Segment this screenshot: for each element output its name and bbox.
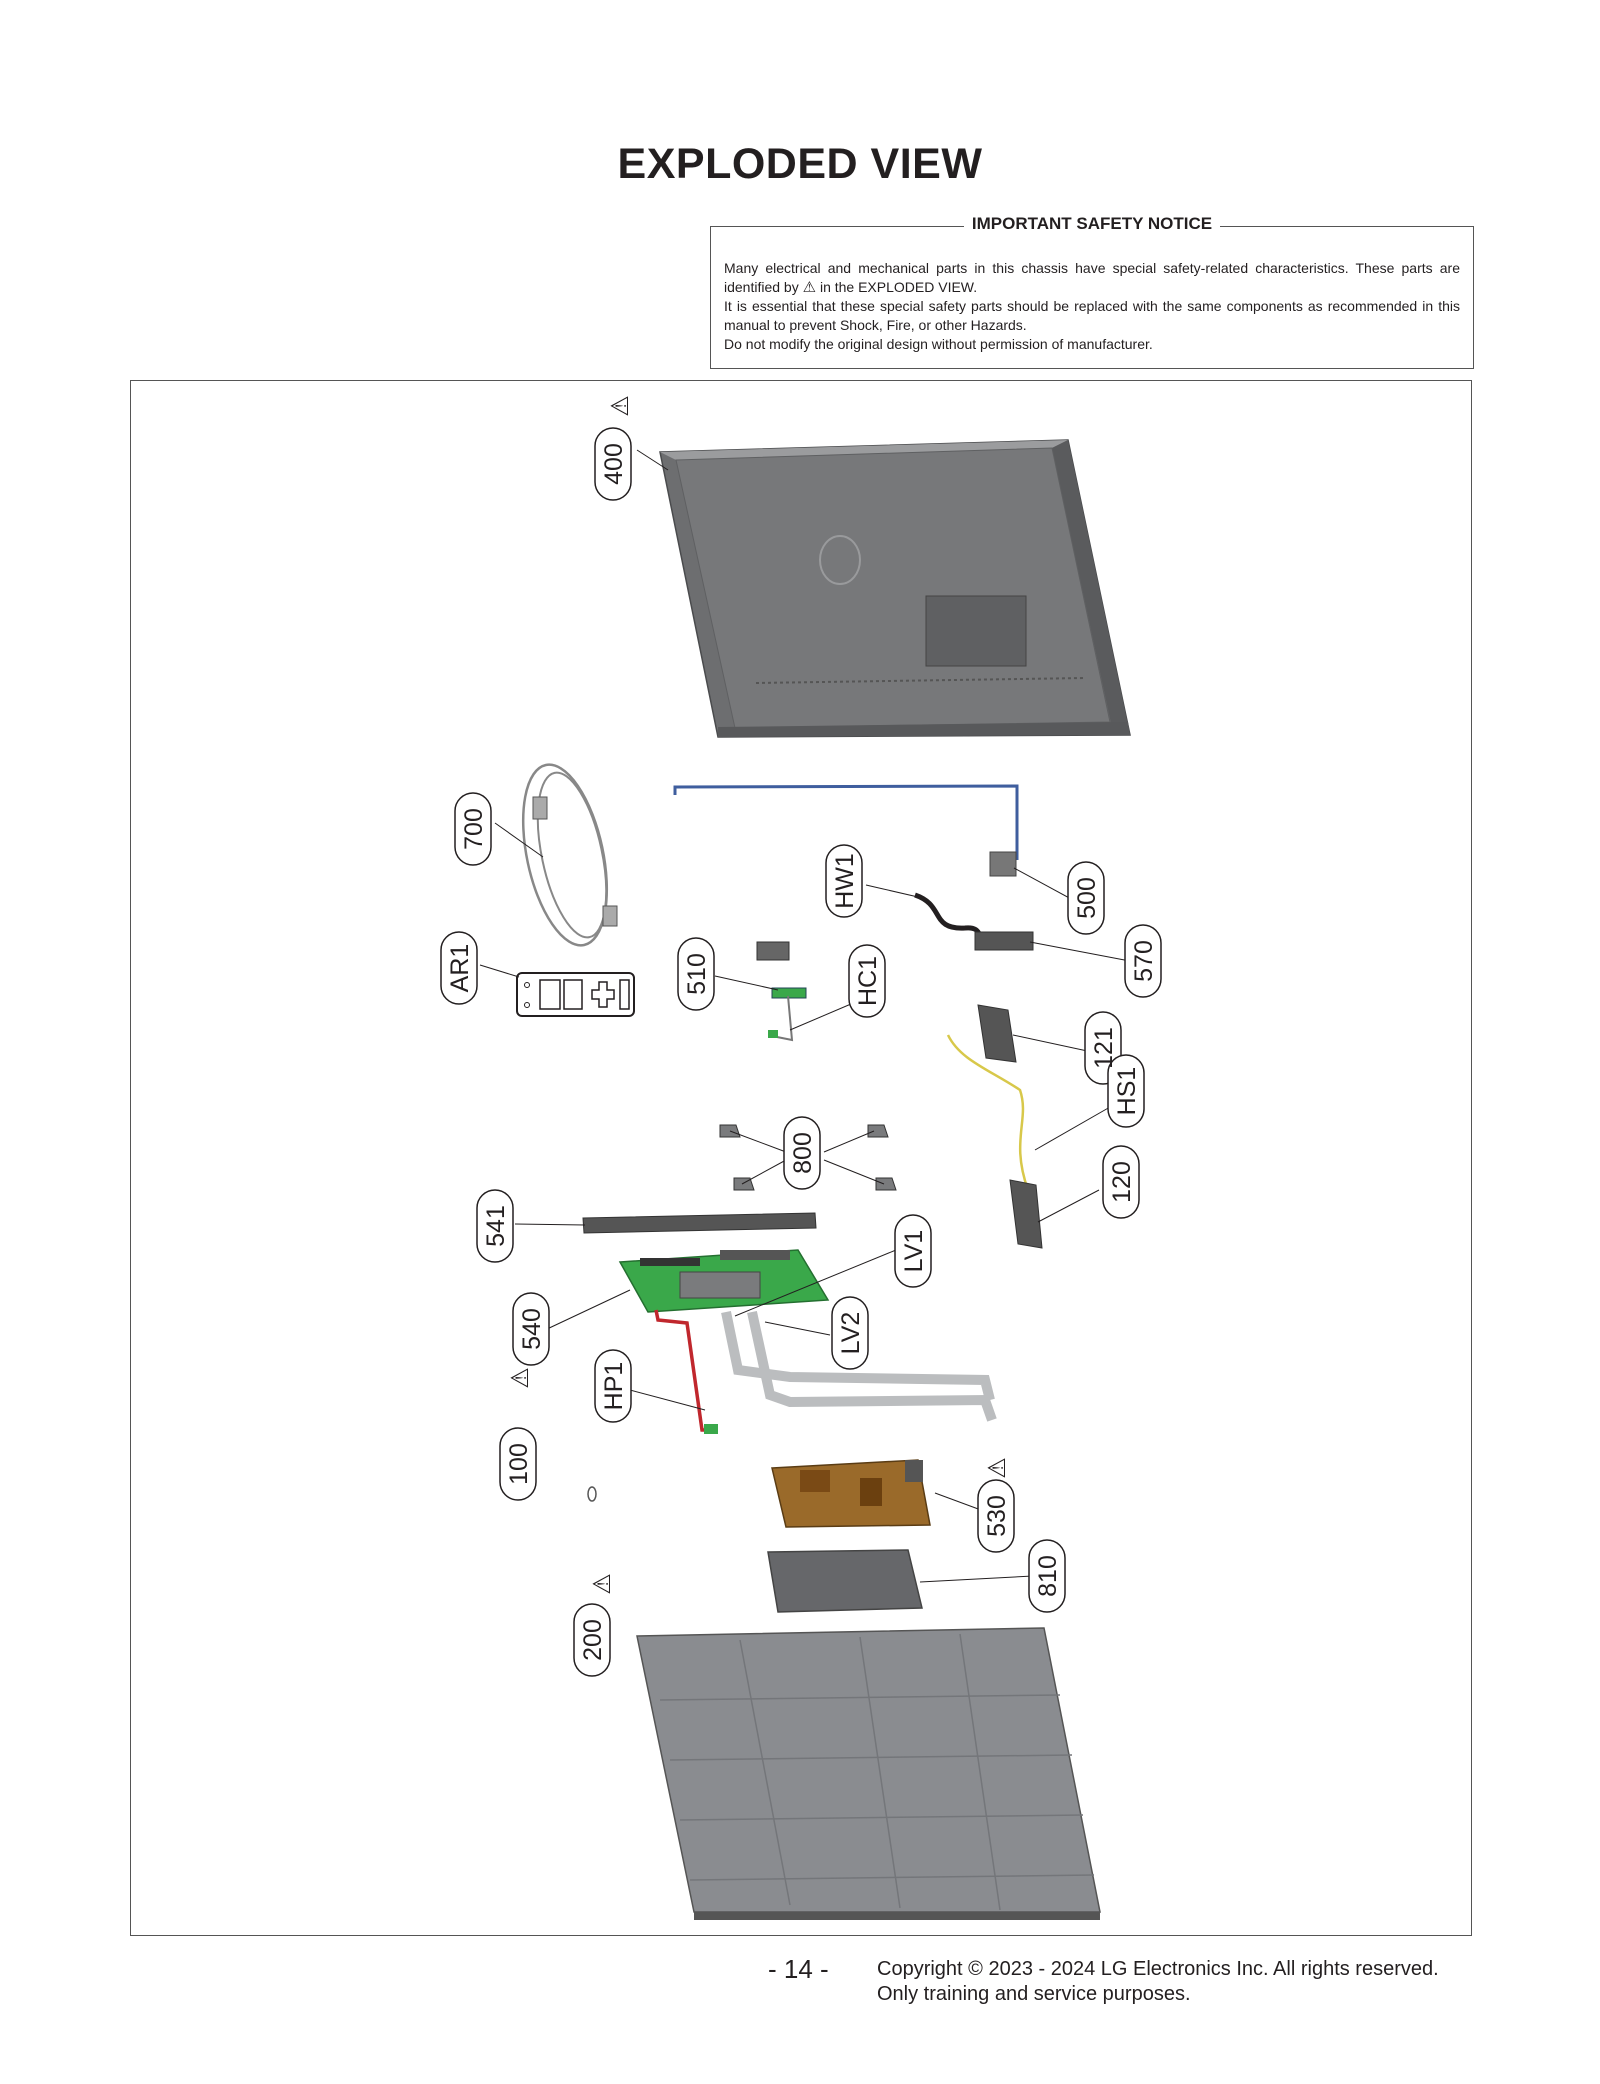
cable-hp1	[654, 1309, 718, 1434]
callout-800: 800	[789, 1132, 817, 1174]
safety-warning-icon: ⚠	[507, 1367, 534, 1389]
speaker-121	[946, 1004, 1030, 1191]
callout-lv2: LV2	[837, 1312, 865, 1355]
callout-100: 100	[505, 1443, 533, 1485]
safety-notice-paragraph-2: It is essential that these special safet…	[724, 298, 1460, 333]
lvds-cables	[721, 1310, 997, 1422]
callout-510: 510	[683, 953, 711, 995]
power-board-530	[771, 1459, 931, 1528]
callout-540: 540	[518, 1308, 546, 1350]
safety-warning-icon: ⚠	[802, 279, 817, 296]
callout-ar1: AR1	[446, 944, 474, 993]
callout-121: 121	[1090, 1027, 1118, 1069]
callout-400: 400	[600, 443, 628, 485]
exploded-view-frame	[130, 380, 1472, 1936]
callout-700: 700	[460, 808, 488, 850]
display-panel-200	[636, 1627, 1101, 1920]
power-cord-part	[521, 763, 618, 947]
cable-500	[673, 784, 1019, 877]
callout-hs1: HS1	[1113, 1067, 1141, 1116]
safety-warning-icon: ⚠	[607, 395, 634, 417]
safety-notice-box: IMPORTANT SAFETY NOTICE Many electrical …	[710, 214, 1474, 369]
page-number: - 14 -	[768, 1954, 829, 1984]
io-bracket-541	[582, 1212, 817, 1234]
main-board-540	[618, 1249, 830, 1313]
callout-810: 810	[1034, 1555, 1062, 1597]
copyright-notice: Copyright © 2023 - 2024 LG Electronics I…	[877, 1957, 1439, 2007]
ir-receiver-part	[756, 941, 807, 1042]
safety-notice-body: Many electrical and mechanical parts in …	[724, 259, 1460, 354]
callout-120: 120	[1108, 1161, 1136, 1203]
safety-warning-icon: ⚠	[984, 1457, 1011, 1479]
part-100-ring	[587, 1486, 597, 1502]
callout-200: 200	[579, 1619, 607, 1661]
callout-hw1: HW1	[831, 853, 859, 909]
rear-cover-part	[659, 439, 1131, 738]
speaker-120	[1009, 1179, 1043, 1249]
cable-hw1	[914, 892, 1034, 951]
callout-lv1: LV1	[900, 1230, 928, 1273]
brackets-800	[719, 1124, 897, 1191]
callout-570: 570	[1130, 940, 1158, 982]
callout-hc1: HC1	[854, 956, 882, 1006]
safety-warning-icon: ⚠	[589, 1573, 616, 1595]
callout-bubbles	[440, 427, 1162, 1677]
callout-hp1: HP1	[600, 1362, 628, 1411]
remote-part	[516, 972, 635, 1017]
page-title: EXPLODED VIEW	[617, 140, 983, 188]
copyright-line-2: Only training and service purposes.	[877, 1983, 1191, 2005]
callout-541: 541	[482, 1205, 510, 1247]
safety-notice-title: IMPORTANT SAFETY NOTICE	[963, 214, 1221, 233]
copyright-line-1: Copyright © 2023 - 2024 LG Electronics I…	[877, 1958, 1439, 1980]
safety-notice-paragraph-3: Do not modify the original design withou…	[724, 336, 1153, 352]
callout-500: 500	[1073, 877, 1101, 919]
safety-notice-paragraph-1: Many electrical and mechanical parts in …	[724, 260, 1460, 296]
shield-plate-810	[767, 1549, 923, 1613]
callout-530: 530	[983, 1495, 1011, 1537]
